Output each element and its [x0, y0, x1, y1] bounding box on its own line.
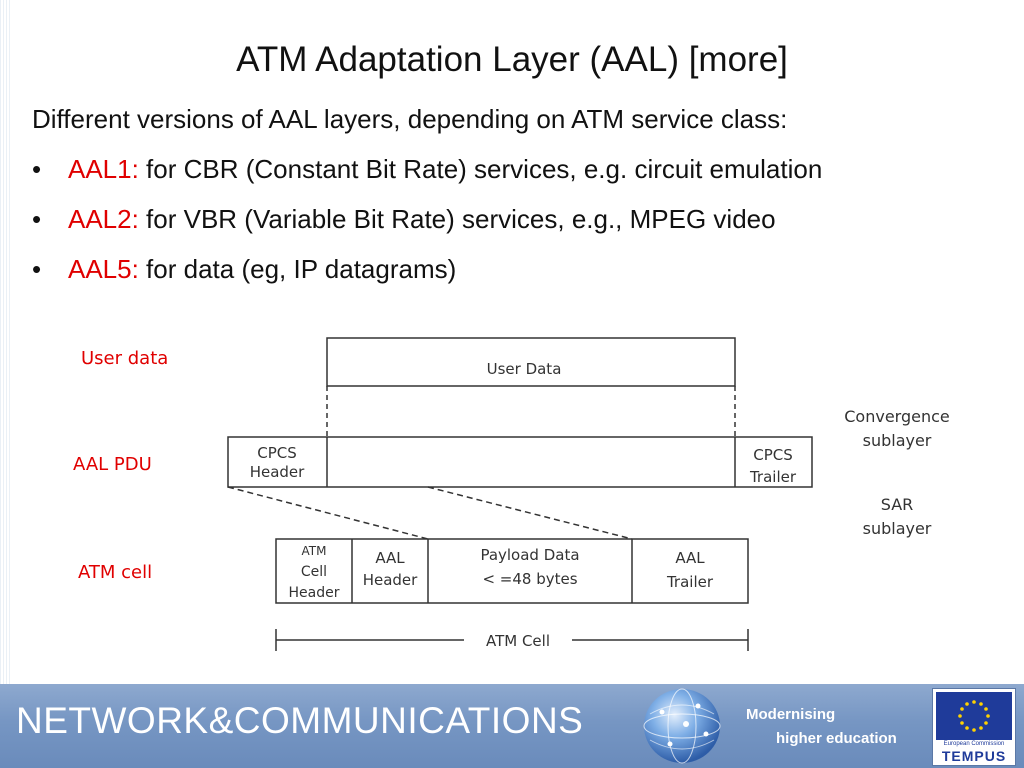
aal-trailer-line2: Trailer: [666, 573, 714, 591]
convergence-label-line2: sublayer: [863, 431, 932, 450]
globe-icon: [643, 688, 721, 764]
tempus-logo: European Commission TEMPUS: [932, 688, 1016, 766]
footer-title: NETWORK&COMMUNICATIONS: [16, 700, 584, 741]
tempus-wordmark: TEMPUS: [941, 748, 1007, 764]
aal-pdu-row: CPCS Header CPCS Trailer: [227, 436, 813, 488]
aal-header-line2: Header: [363, 571, 418, 589]
bullet-text: for CBR (Constant Bit Rate) services, e.…: [138, 154, 823, 184]
bullet-text: for VBR (Variable Bit Rate) services, e.…: [138, 204, 776, 234]
eu-flag-icon: [936, 692, 1012, 740]
bullet-item-aal1: • AAL1: for CBR (Constant Bit Rate) serv…: [32, 152, 822, 202]
atm-cell-row: ATM Cell Header AAL Header Payload Data …: [275, 538, 749, 604]
convergence-label-line1: Convergence: [844, 407, 950, 426]
bullet-dot: •: [32, 254, 42, 284]
dashed-connector: [427, 486, 633, 540]
bullet-text: for data (eg, IP datagrams): [138, 254, 457, 284]
aal-header-line1: AAL: [375, 549, 405, 567]
row-label-user-data: User data: [81, 348, 168, 369]
atm-cell-span: ATM Cell: [275, 629, 749, 651]
bullet-term: AAL1:: [68, 154, 139, 184]
aal-trailer-line1: AAL: [675, 549, 705, 567]
payload-line2: < =48 bytes: [482, 570, 577, 588]
dashed-connector: [227, 486, 429, 540]
footer-banner: NETWORK&COMMUNICATIONS Modernising highe…: [0, 684, 1024, 768]
bullet-term: AAL2:: [68, 204, 139, 234]
cpcs-header-line2: Header: [250, 463, 305, 481]
payload-line1: Payload Data: [480, 546, 579, 564]
atm-cell-span-label: ATM Cell: [486, 632, 550, 650]
user-data-box-label: User Data: [487, 360, 562, 378]
sar-label-line1: SAR: [881, 495, 914, 514]
tagline-line2: higher education: [776, 730, 897, 747]
atm-cell-header-line2: Cell: [301, 564, 327, 580]
intro-text: Different versions of AAL layers, depend…: [32, 104, 788, 134]
bullet-term: AAL5:: [68, 254, 139, 284]
bullet-dot: •: [32, 154, 42, 184]
bullet-item-aal2: • AAL2: for VBR (Variable Bit Rate) serv…: [32, 202, 822, 252]
slide-title: ATM Adaptation Layer (AAL) [more]: [236, 40, 788, 79]
atm-cell-header-line3: Header: [289, 585, 340, 601]
bullet-item-aal5: • AAL5: for data (eg, IP datagrams): [32, 252, 822, 302]
cpcs-header-line1: CPCS: [257, 444, 297, 462]
row-label-aal-pdu: AAL PDU: [73, 454, 152, 475]
cpcs-trailer-line1: CPCS: [753, 446, 793, 464]
row-label-atm-cell: ATM cell: [78, 562, 152, 583]
atm-cell-header-line1: ATM: [302, 544, 327, 558]
eu-caption: European Commission: [943, 741, 1005, 747]
tagline-line1: Modernising: [746, 706, 836, 723]
bullet-list: • AAL1: for CBR (Constant Bit Rate) serv…: [32, 152, 822, 302]
user-data-box: User Data: [326, 337, 736, 387]
left-edge-decoration: [0, 0, 12, 684]
bullet-dot: •: [32, 204, 42, 234]
sar-label-line2: sublayer: [863, 519, 932, 538]
cpcs-trailer-line2: Trailer: [749, 468, 797, 486]
aal-encapsulation-diagram: User data AAL PDU ATM cell User Data CPC…: [73, 337, 950, 651]
